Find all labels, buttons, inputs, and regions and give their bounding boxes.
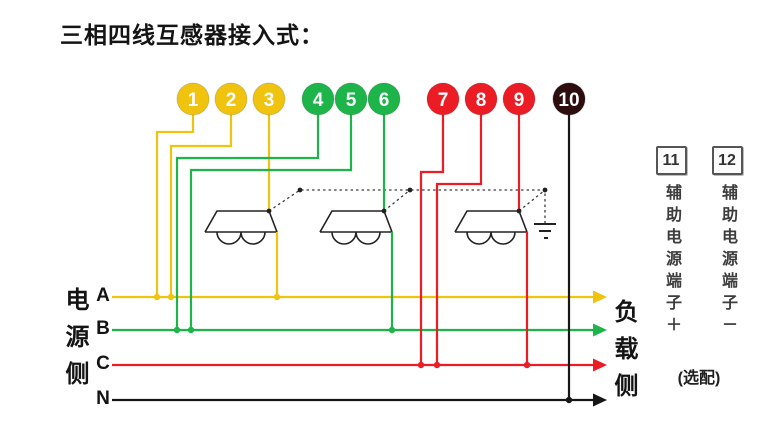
phase-b-arrowhead: [593, 323, 607, 337]
link-dot: [542, 187, 548, 193]
terminal-3-number: 3: [264, 90, 275, 111]
terminal-3: 3: [252, 82, 286, 116]
ground-symbol: [534, 223, 556, 239]
aux-terminal-12: 12 辅助电源端子－: [705, 146, 749, 338]
phase-b-junctions: [173, 326, 396, 334]
terminal-1: 1: [176, 82, 210, 116]
diagram-title: 三相四线互感器接入式：: [60, 22, 324, 48]
terminal-8-circle: [464, 82, 498, 116]
terminal-8-number: 8: [476, 90, 487, 111]
phase-a-group: A: [96, 115, 607, 306]
aux-terminal-11-number: 11: [655, 146, 687, 175]
link-dot: [516, 208, 522, 214]
terminal-10-number: 10: [558, 90, 579, 111]
ground-bars: [534, 223, 556, 239]
aux-terminal-11-label: 辅助电源端子＋: [663, 184, 680, 338]
neutral-group: N: [96, 115, 607, 409]
terminal-9: 9: [502, 82, 536, 116]
phase-b-label: B: [96, 318, 110, 339]
terminal-9-circle: [502, 82, 536, 116]
junction-dot: [417, 361, 425, 369]
terminal-1-number: 1: [188, 90, 199, 111]
neutral-arrowhead: [593, 393, 607, 407]
terminal-6-number: 6: [379, 90, 390, 111]
neutral-junctions: [565, 396, 573, 404]
phase-b-terminal-wires: [175, 115, 394, 330]
junction-dot: [433, 361, 441, 369]
terminal-6-circle: [367, 82, 401, 116]
terminal-7-circle: [426, 82, 460, 116]
aux-terminal-12-number: 12: [711, 146, 743, 175]
terminal-4-number: 4: [313, 90, 324, 111]
terminal-7-number: 7: [438, 90, 449, 111]
link-junction-dots: [266, 187, 548, 214]
terminal-4: 4: [301, 82, 335, 116]
phase-a-terminal-wires: [155, 115, 279, 297]
neutral-label: N: [96, 388, 110, 409]
terminal-10-circle: [552, 82, 586, 116]
terminal-3-circle: [252, 82, 286, 116]
terminal-4-circle: [301, 82, 335, 116]
link-dot: [381, 208, 387, 214]
source-side-label: 电源侧: [61, 287, 88, 398]
junction-dot: [273, 293, 281, 301]
phase-c-wires: [112, 115, 593, 367]
phase-a-wires: [112, 115, 593, 299]
terminal-1-circle: [176, 82, 210, 116]
phase-c-terminal-wires: [419, 115, 529, 365]
junction-dot: [187, 326, 195, 334]
junction-dot: [388, 326, 396, 334]
ct-phase-a: [204, 210, 278, 245]
terminal-2-circle: [214, 82, 248, 116]
terminal-10: 10: [552, 82, 586, 116]
aux-terminal-11: 11 辅助电源端子＋: [649, 146, 693, 338]
junction-dot: [173, 326, 181, 334]
aux-optional-note: (选配): [677, 370, 721, 387]
phase-a-arrowhead: [593, 290, 607, 304]
phase-c-junctions: [417, 361, 531, 369]
link-dot: [407, 187, 413, 193]
ground-link-path: [268, 189, 546, 224]
aux-terminals-panel: 11 辅助电源端子＋ 12 辅助电源端子－ (选配): [649, 146, 749, 388]
terminal-5: 5: [334, 82, 368, 116]
phase-a-label: A: [96, 285, 110, 306]
phase-c-arrowhead: [593, 358, 607, 372]
current-transformers: [204, 210, 528, 245]
link-dot: [266, 208, 272, 214]
terminal-2-number: 2: [226, 90, 237, 111]
terminal-6: 6: [367, 82, 401, 116]
terminal-strip: 1 2 3 4 5 6 7: [176, 82, 586, 116]
phase-b-group: B: [96, 115, 607, 339]
link-dot: [297, 187, 303, 193]
ct-ground-link: [268, 189, 546, 224]
phase-a-junctions: [153, 293, 281, 301]
terminal-5-number: 5: [346, 90, 357, 111]
terminal-9-number: 9: [514, 90, 525, 111]
junction-dot: [167, 293, 175, 301]
aux-terminal-12-label: 辅助电源端子－: [719, 184, 736, 338]
ct-phase-b: [319, 210, 393, 245]
terminal-7: 7: [426, 82, 460, 116]
junction-dot: [565, 396, 573, 404]
terminal-8: 8: [464, 82, 498, 116]
phase-c-group: C: [96, 115, 607, 374]
terminal-2: 2: [214, 82, 248, 116]
junction-dot: [153, 293, 161, 301]
ct-phase-c: [454, 210, 528, 245]
junction-dot: [523, 361, 531, 369]
phase-c-label: C: [96, 353, 110, 374]
load-side-label: 负载侧: [610, 299, 637, 410]
terminal-5-circle: [334, 82, 368, 116]
neutral-wires: [112, 115, 593, 402]
